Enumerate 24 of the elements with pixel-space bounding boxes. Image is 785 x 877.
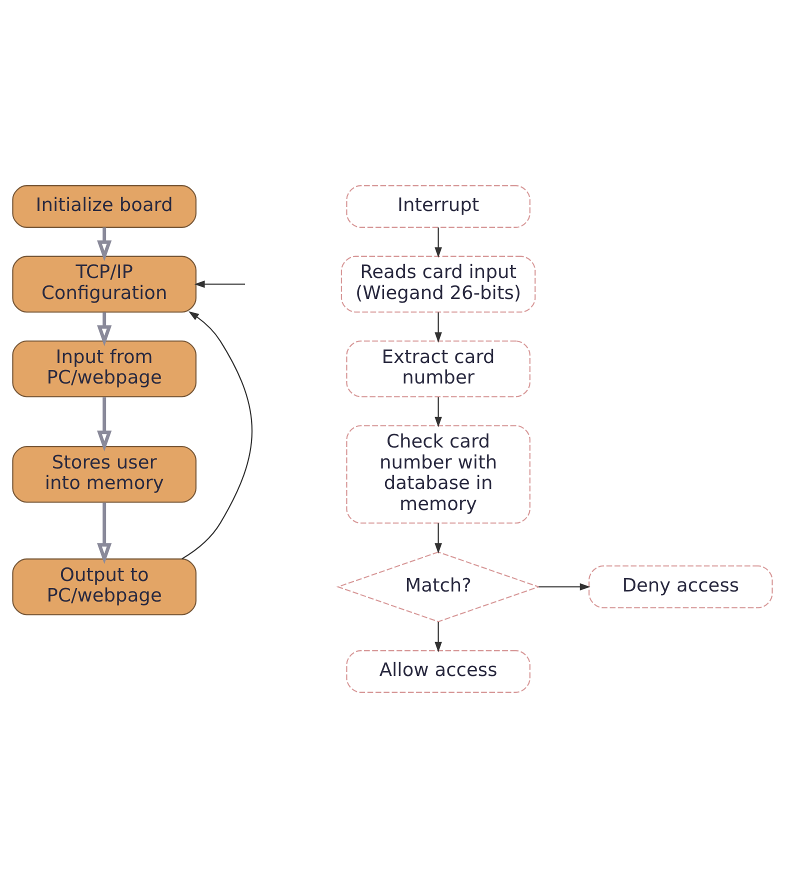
arrow bbox=[434, 522, 442, 554]
arrow bbox=[434, 312, 442, 342]
node-box: Stores user into memory bbox=[12, 445, 197, 502]
arrow bbox=[182, 310, 253, 559]
node-box: Interrupt bbox=[346, 184, 530, 228]
arrow bbox=[97, 396, 112, 452]
node-box: Initialize board bbox=[12, 184, 197, 228]
node-box: Input from PC/webpage bbox=[12, 340, 197, 397]
arrow bbox=[97, 502, 112, 564]
arrow bbox=[434, 621, 442, 652]
arrow bbox=[97, 312, 112, 346]
node-diamond: Match? bbox=[336, 550, 540, 622]
node-box: Output to PC/webpage bbox=[12, 558, 197, 615]
arrow bbox=[538, 582, 590, 590]
node-box: Reads card input (Wiegand 26-bits) bbox=[340, 255, 536, 312]
node-box: Check card number with database in memory bbox=[346, 424, 530, 524]
arrow bbox=[97, 226, 112, 261]
node-box: TCP/IP Configuration bbox=[12, 255, 197, 312]
arrow bbox=[194, 280, 246, 288]
arrow bbox=[434, 226, 442, 258]
arrow bbox=[434, 396, 442, 427]
node-box: Extract card number bbox=[346, 340, 530, 397]
node-box: Allow access bbox=[346, 650, 530, 692]
node-box: Deny access bbox=[588, 564, 773, 608]
